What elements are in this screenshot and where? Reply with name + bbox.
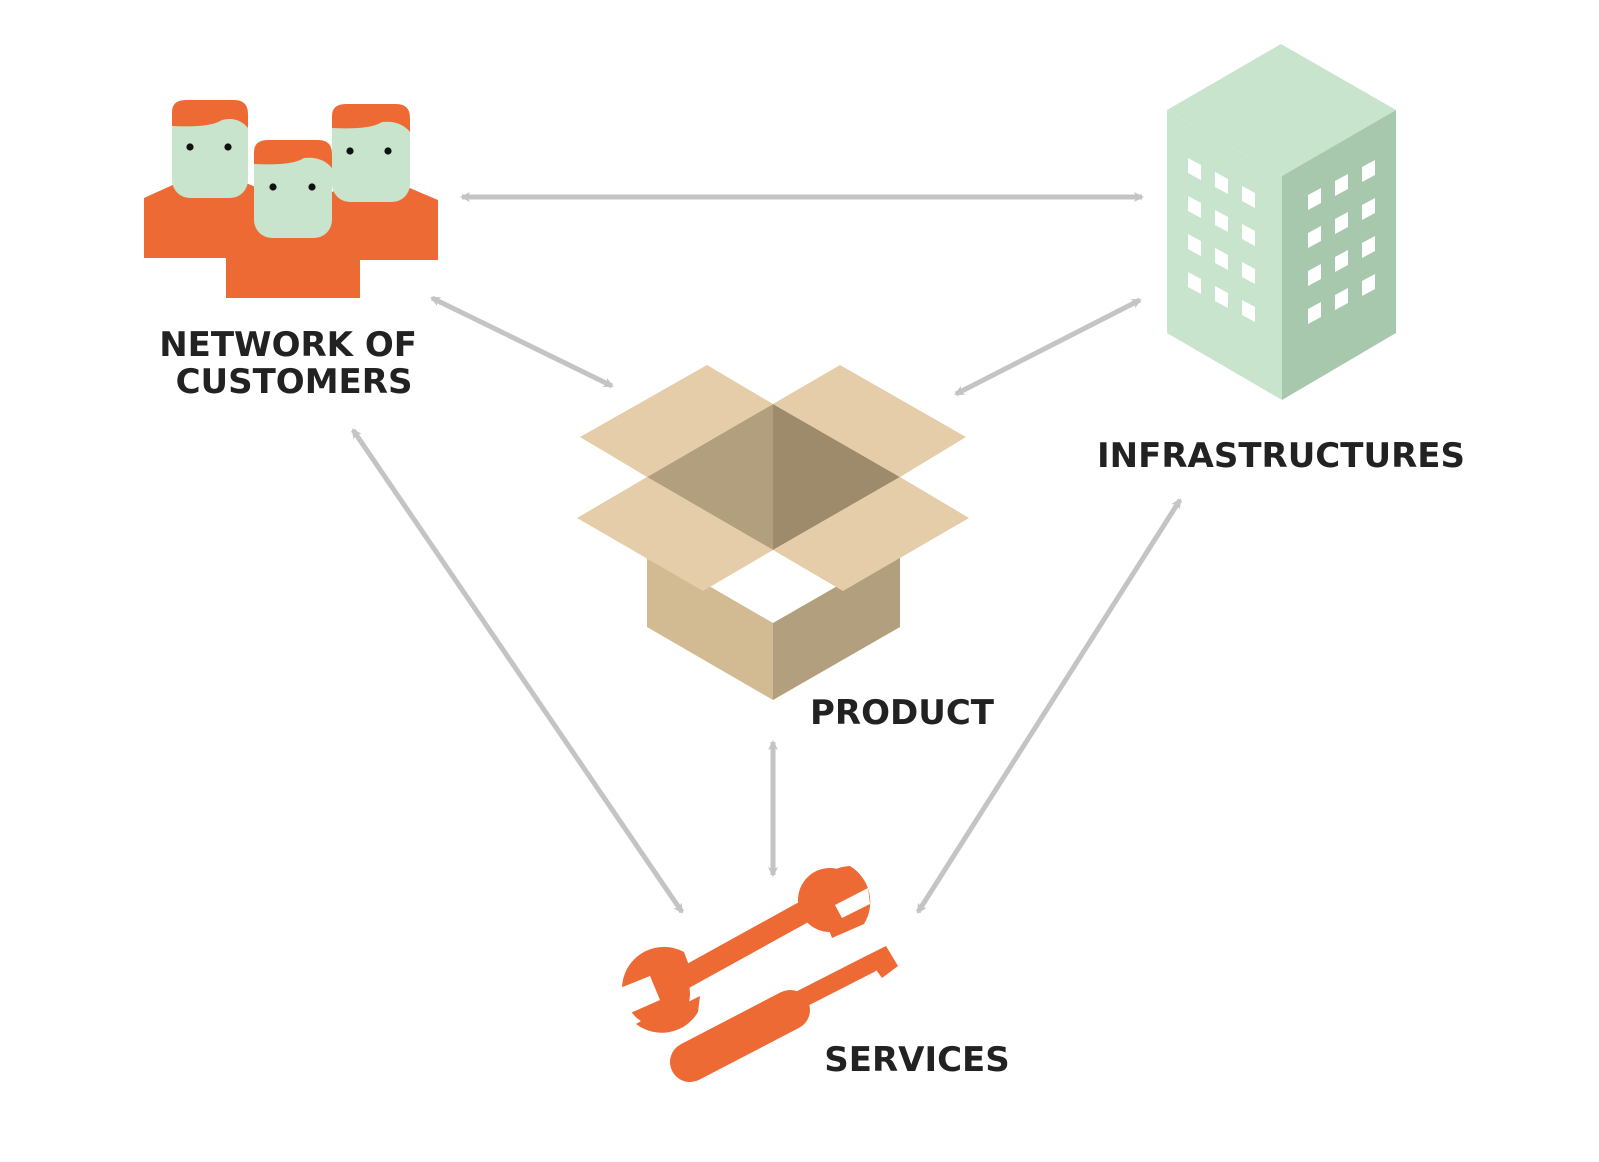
- customers-label-line-2: CUSTOMERS: [176, 362, 413, 402]
- customers-label-line-1: NETWORK OF: [159, 325, 417, 365]
- connections: [350, 192, 1183, 914]
- infrastructures-label: INFRASTRUCTURES: [1097, 436, 1465, 476]
- arrow-customers-services: [350, 428, 685, 914]
- building-windows-left: [1188, 158, 1255, 322]
- arrow-infrastructures-services: [915, 498, 1183, 914]
- people-group-icon: [144, 100, 438, 298]
- arrow-infrastructures-product: [954, 297, 1142, 397]
- product-label: PRODUCT: [810, 693, 995, 733]
- person-center: [226, 140, 360, 298]
- services-label: SERVICES: [824, 1040, 1010, 1080]
- customers-label: NETWORK OF CUSTOMERS: [159, 325, 429, 402]
- open-box-icon: [577, 365, 969, 700]
- building-windows-right: [1308, 160, 1375, 324]
- screwdriver-icon: [670, 946, 898, 1082]
- wrench-screwdriver-icon: [620, 866, 898, 1082]
- building-icon: [1167, 44, 1396, 400]
- arrow-customers-product: [430, 295, 614, 389]
- wrench-icon: [620, 866, 871, 1033]
